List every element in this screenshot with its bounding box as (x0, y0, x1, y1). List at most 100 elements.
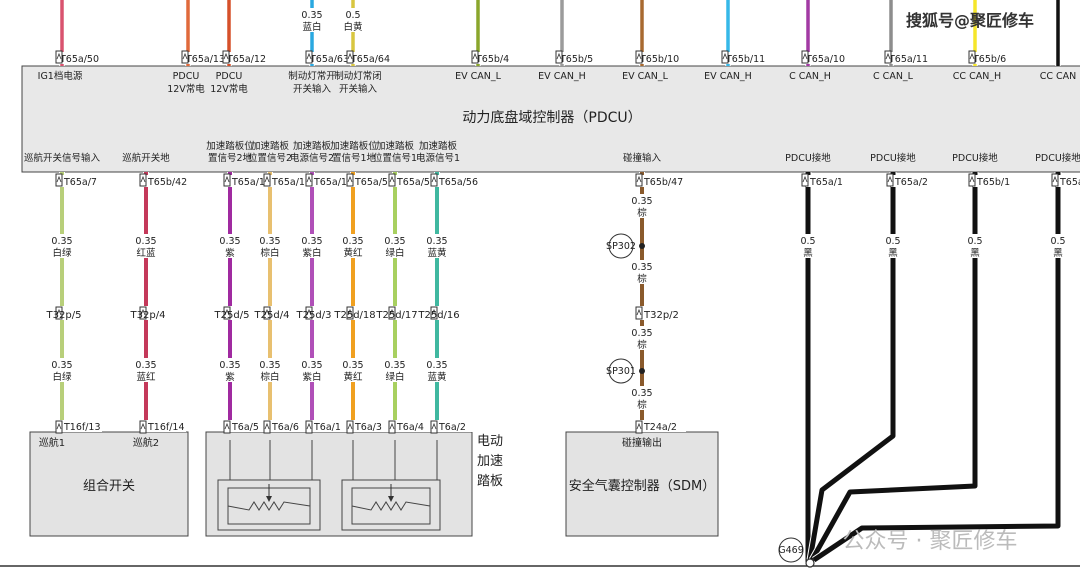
top-pin-arrow (55, 50, 63, 64)
top-pin-arrow (801, 50, 809, 64)
label-bg (628, 386, 656, 410)
top-pin-arrow (884, 50, 892, 64)
device-pin: T6a/1 (313, 422, 341, 433)
device-pin: T16f/13 (63, 422, 101, 433)
label-bg (973, 175, 1019, 187)
wire-size: 0.35 (219, 236, 240, 247)
label-bg (393, 175, 439, 187)
pot-wiper-arrow-0 (266, 496, 272, 502)
wire-color-2: 蓝黄 (427, 371, 446, 383)
pdcu-bottom-pin-arrow (430, 173, 438, 187)
ground-wire-2 (809, 172, 978, 562)
bottom-func-label-2: 电源信号1 (416, 152, 460, 164)
crash-pdcu-pin: T65b/47 (643, 177, 683, 188)
ground-wire-size: 0.5 (800, 236, 815, 247)
top-func-label: CC CAN (1040, 71, 1077, 82)
top-pin-arrow-arrow (306, 52, 312, 60)
ground-pdcu-pin-arrow-arrow (802, 175, 808, 183)
device-pin: T6a/4 (396, 422, 424, 433)
label-bg (60, 175, 106, 187)
label-bg (887, 52, 937, 64)
device-pin-arrow (388, 420, 396, 434)
inline-connector-arrow (346, 306, 354, 320)
top-pin-label: T65a/11 (888, 54, 928, 65)
label-bg (48, 234, 76, 258)
wire-size: 0.35 (135, 236, 156, 247)
top-pin-label: T65b/5 (559, 54, 593, 65)
ground-pdcu-pin-arrow-arrow (887, 175, 893, 183)
top-pin-arrow (968, 50, 976, 64)
label-bg (628, 194, 656, 218)
wire-size: 0.35 (342, 236, 363, 247)
pdcu-bottom-pin-arrow (346, 173, 354, 187)
wire-color: 棕白 (260, 247, 279, 259)
wire-color-2: 黄红 (343, 371, 363, 383)
top-func-label: 制动灯常开 (288, 70, 336, 82)
label-bg (796, 234, 820, 258)
label-bg (54, 306, 102, 320)
bottom-func-label: 加速踏板 (376, 140, 415, 152)
label-bg (298, 8, 326, 32)
pedal-title-line-3: 踏板 (477, 474, 503, 489)
label-bg (304, 306, 352, 320)
crash-wire-size: 0.35 (631, 196, 652, 207)
pdcu-bottom-pin-arrow-arrow (389, 175, 395, 183)
ground-pdcu-pin-arrow-arrow (1052, 175, 1058, 183)
crash-wire-size-3: 0.35 (631, 328, 652, 339)
device-pin-arrow (263, 420, 271, 434)
label-bg (256, 358, 284, 382)
label-bg (310, 175, 356, 187)
pdcu-bottom-pin: T65a/7 (63, 177, 97, 188)
inline-connector-arrow-arrow (264, 308, 270, 316)
label-bg (435, 175, 481, 187)
inline-connector-arrow-arrow (140, 308, 146, 316)
watermark-top: 搜狐号@聚匠修车 (906, 11, 1034, 30)
top-pin-arrow (222, 50, 230, 64)
inline-connector: T32p/5 (46, 310, 82, 321)
label-bg (298, 358, 326, 382)
bottom-func-label: 加速踏板位 (206, 140, 254, 152)
label-bg (308, 52, 358, 64)
label-bg (638, 52, 688, 64)
top-pin-arrow-arrow (56, 52, 62, 60)
bottom-func-label: 加速踏板 (419, 140, 458, 152)
top-pin-label: T65a/63 (309, 54, 349, 65)
ground-wire-size: 0.5 (885, 236, 900, 247)
crash-wire-size-2: 0.35 (631, 262, 652, 273)
device-pin-arrow (346, 420, 354, 434)
top-func-label: IG1档电源 (38, 70, 83, 82)
top-pin-arrow (305, 50, 313, 64)
pot-resistor-1 (351, 501, 431, 511)
pdcu-title: 动力底盘域控制器（PDCU） (462, 109, 641, 126)
crash-pdcu-pin-arrow (635, 173, 643, 187)
top-pin-label: T65a/10 (805, 54, 845, 65)
inline-connector: T25d/18 (333, 310, 375, 321)
label-bg (435, 420, 477, 432)
pdcu-bottom-pin: T65a/19 (231, 177, 271, 188)
top-pin-arrow-arrow (182, 52, 188, 60)
bottom-func-label: 碰撞输入 (623, 152, 662, 164)
pdcu-bottom-pin-arrow (223, 173, 231, 187)
wire-size-2: 0.35 (301, 360, 322, 371)
label-bg (1046, 234, 1070, 258)
top-pin-label: T65b/11 (725, 54, 765, 65)
top-func-label: CC CAN_H (953, 71, 1001, 82)
label-bg (339, 8, 367, 32)
label-bg (339, 358, 367, 382)
label-bg (138, 306, 186, 320)
bottom-func-label: 加速踏板 (251, 140, 290, 152)
combo-switch-pin-label-2: 巡航2 (133, 436, 159, 449)
device-pin: T6a/2 (438, 422, 466, 433)
ground-wire-color: 黑 (803, 248, 813, 259)
top-pin-label: T65b/4 (475, 54, 509, 65)
ground-pdcu-pin: T65a/2 (894, 177, 928, 188)
label-bg (58, 52, 108, 64)
splice-sp301-dot (639, 368, 645, 374)
top-pin-arrow-arrow (556, 52, 562, 60)
wire-color-2: 紫白 (302, 371, 321, 383)
wire-size: 0.35 (426, 236, 447, 247)
splice-sp301-label: SP301 (606, 366, 636, 377)
label-bg (339, 234, 367, 258)
inline-connector: T32p/4 (130, 310, 166, 321)
wire-size-2: 0.35 (426, 360, 447, 371)
